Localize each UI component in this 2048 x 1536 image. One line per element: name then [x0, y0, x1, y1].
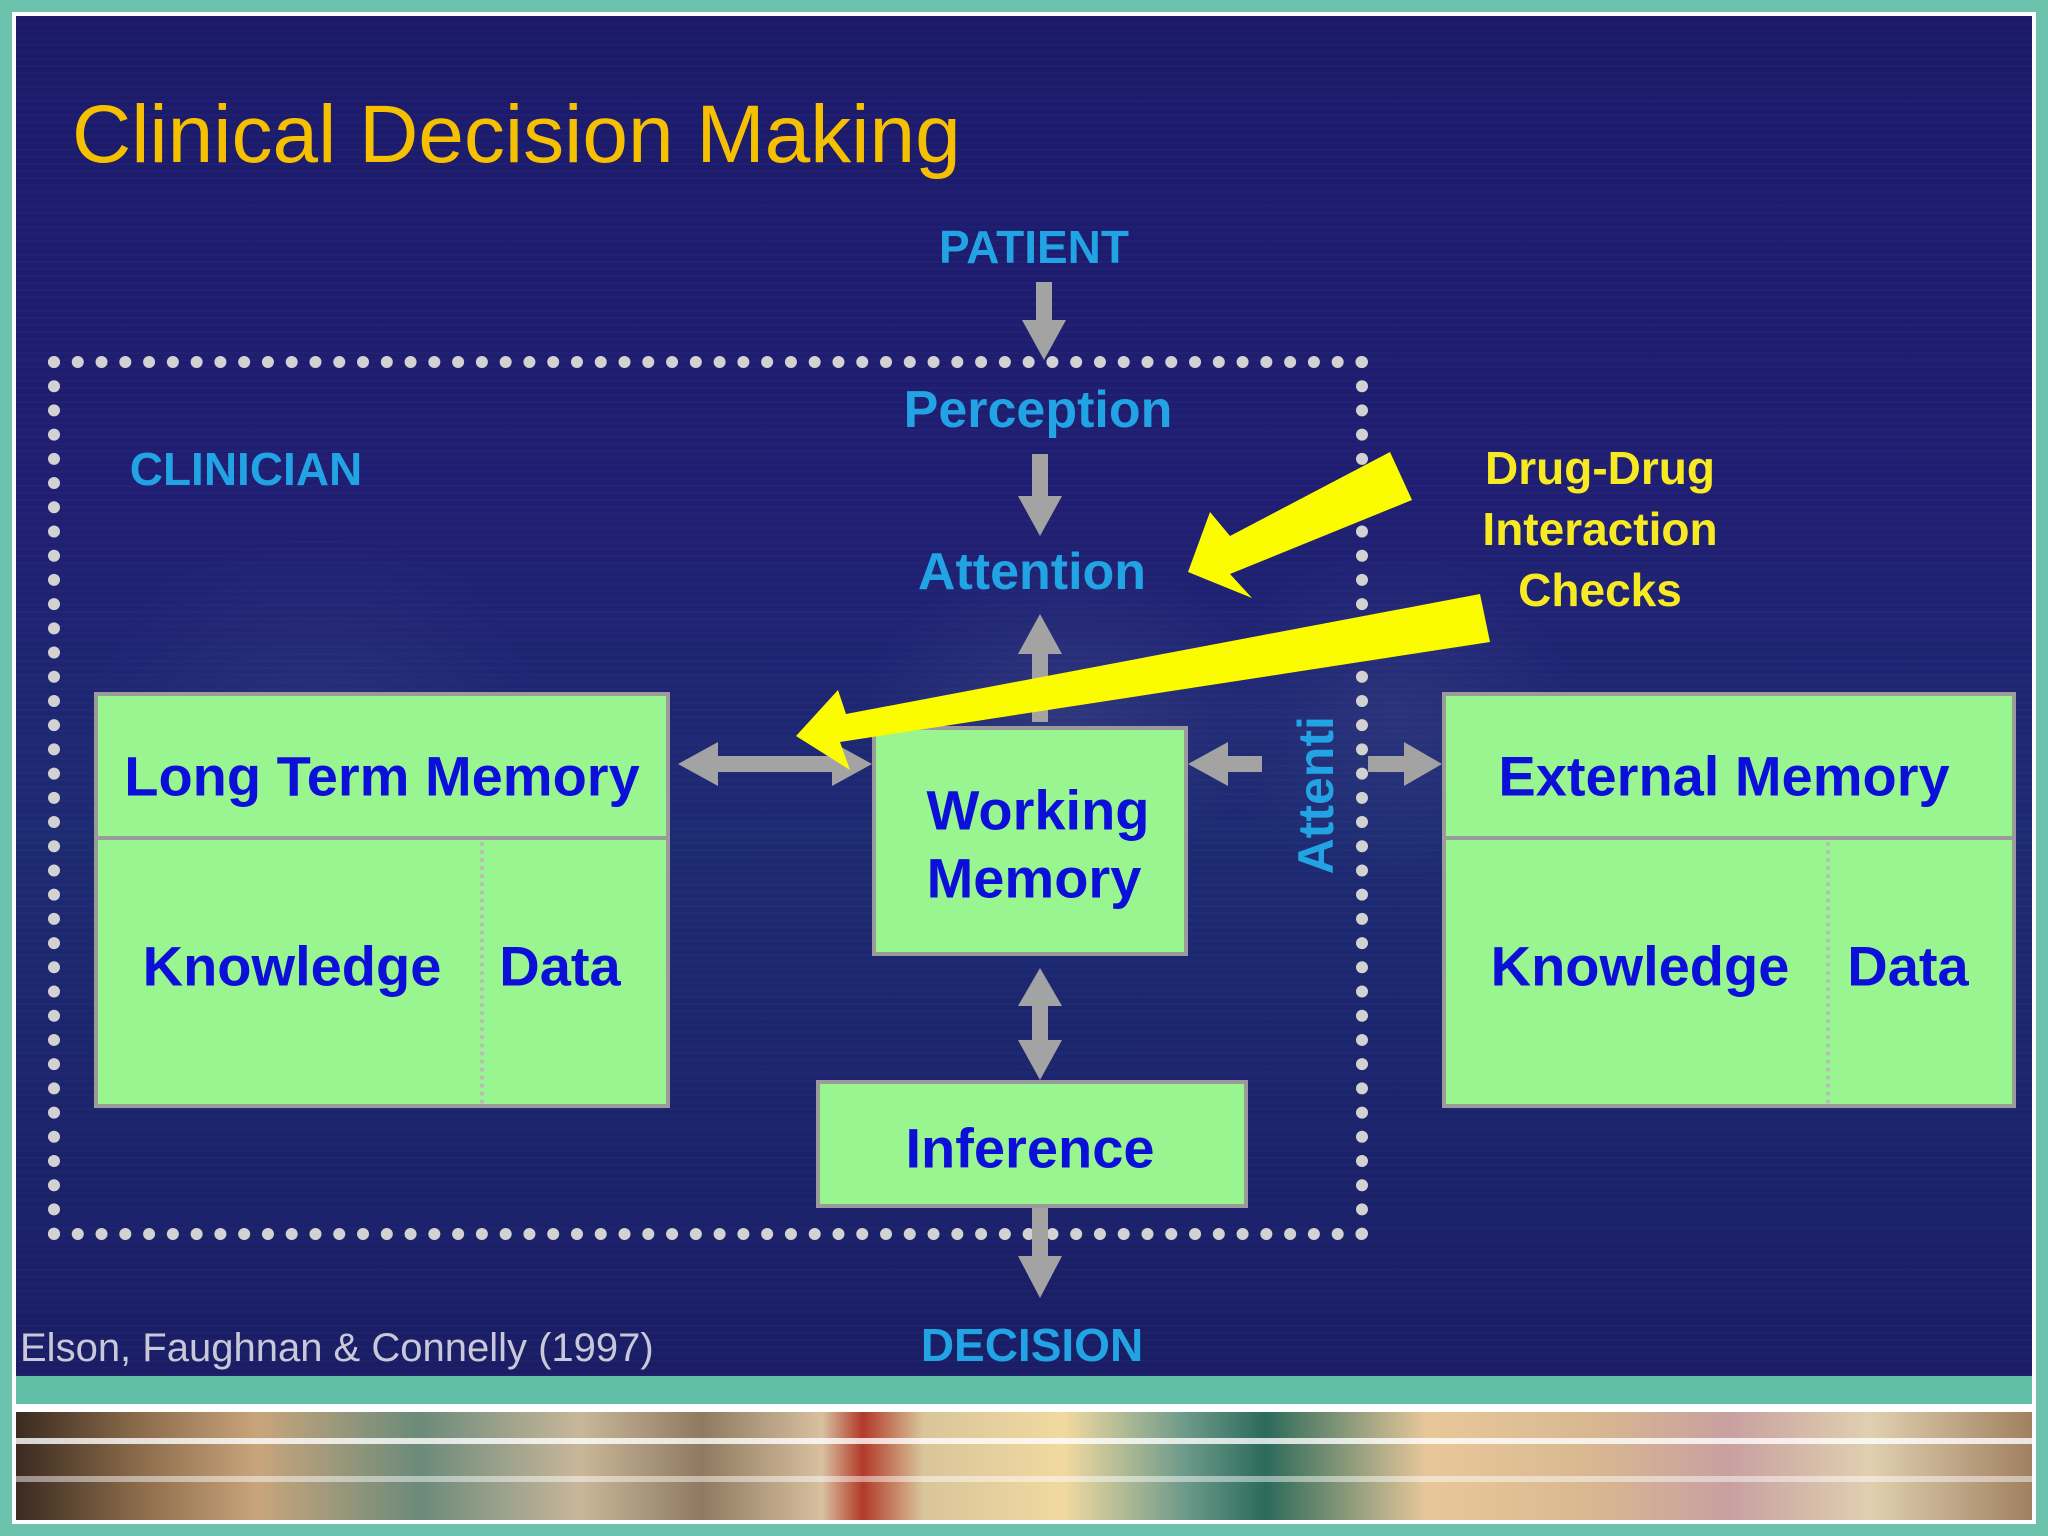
arrow-wm-in-head: [1188, 742, 1228, 786]
long-term-memory-knowledge: Knowledge: [142, 934, 442, 998]
arrow-perception-head: [1018, 496, 1062, 536]
long-term-memory-data: Data: [499, 934, 621, 998]
external-memory-box: [1442, 692, 2016, 1108]
arrow-ltm-shaft: [716, 756, 836, 772]
arrow-patient-shaft: [1036, 282, 1052, 322]
external-memory-data: Data: [1847, 934, 1969, 998]
callout-arrow-attention: [1188, 452, 1412, 598]
arrow-attention-head: [1018, 614, 1062, 654]
arrow-ext-head: [1404, 742, 1442, 786]
external-memory-knowledge: Knowledge: [1490, 934, 1790, 998]
callout-arrow-working-memory: [796, 594, 1490, 770]
footer-divider: [16, 1404, 2032, 1412]
perception-label: Perception: [903, 381, 1173, 439]
footer-band: [16, 1376, 2032, 1404]
external-memory-title: External Memory: [1498, 744, 1950, 808]
photo-strip-highlight: [16, 1438, 2032, 1444]
arrow-inference-head-up: [1018, 968, 1062, 1006]
external-memory-divider: [1446, 836, 2012, 840]
arrow-ltm-head-left: [678, 742, 718, 786]
photo-strip-highlight: [16, 1476, 2032, 1482]
decision-label: DECISION: [920, 1319, 1144, 1371]
long-term-memory-divider: [98, 836, 666, 840]
arrow-ext-shaft: [1368, 756, 1408, 772]
arrow-perception-shaft: [1032, 454, 1048, 498]
arrow-patient-head: [1022, 320, 1066, 360]
clinician-label: CLINICIAN: [129, 443, 363, 495]
inference-label: Inference: [905, 1116, 1155, 1180]
arrow-decision-shaft: [1032, 1208, 1048, 1260]
working-memory-box: [872, 726, 1188, 956]
attention-label: Attention: [917, 543, 1147, 601]
external-memory-column-divider: [1826, 842, 1830, 1104]
arrow-decision-head: [1018, 1256, 1062, 1298]
drug-interaction-callout: Drug-Drug Interaction Checks: [1482, 438, 1717, 621]
long-term-memory-title: Long Term Memory: [124, 744, 640, 808]
arrow-inference-head-down: [1018, 1040, 1062, 1080]
inference-box: [816, 1080, 1248, 1208]
working-memory-line2: Memory: [926, 846, 1142, 910]
patient-label: PATIENT: [939, 221, 1129, 273]
working-memory-line1: Working: [926, 778, 1150, 842]
citation: Elson, Faughnan & Connelly (1997): [20, 1326, 654, 1370]
long-term-memory-box: [94, 692, 670, 1108]
callout-line2: Interaction: [1482, 503, 1718, 555]
slide-title: Clinical Decision Making: [72, 89, 961, 180]
long-term-memory-column-divider: [480, 842, 484, 1104]
arrow-inference-shaft: [1032, 1004, 1048, 1042]
arrow-wm-in-shaft: [1226, 756, 1262, 772]
footer-photo-strip: [16, 1412, 2032, 1520]
callout-line3: Checks: [1518, 564, 1682, 616]
callout-line1: Drug-Drug: [1485, 442, 1715, 494]
